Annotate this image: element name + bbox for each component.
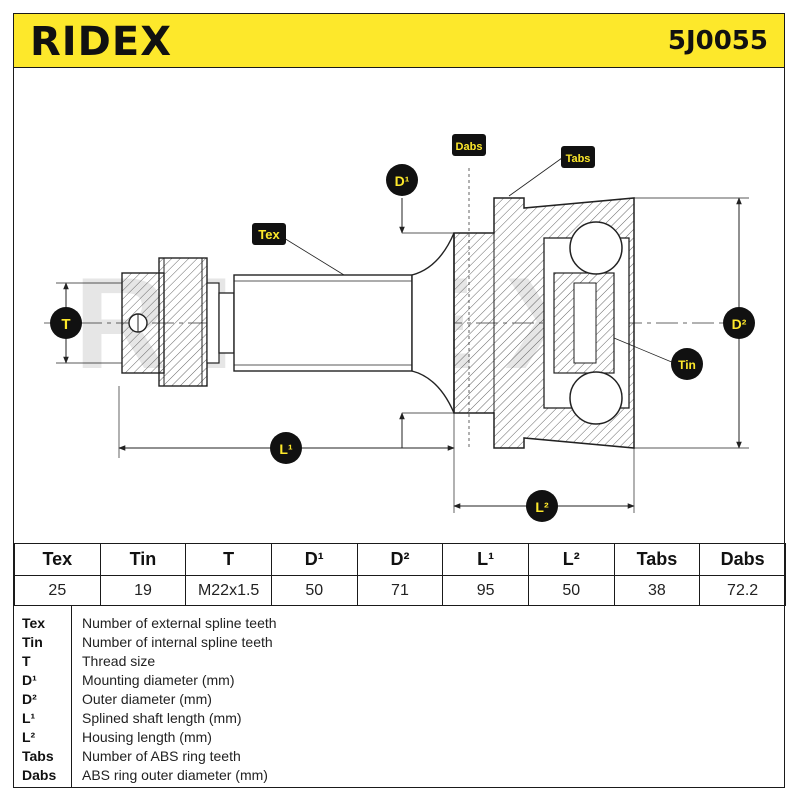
legend-desc: Number of ABS ring teeth <box>82 748 241 764</box>
part-number: 5J0055 <box>667 26 768 56</box>
legend-desc: Splined shaft length (mm) <box>82 710 242 726</box>
legend-item: L¹ Splined shaft length (mm) <box>14 710 786 729</box>
cv-joint-drawing: RIDEX <box>44 134 755 522</box>
spec-value-cell: 72.2 <box>699 575 786 606</box>
label-tabs-text: Tabs <box>566 153 591 165</box>
legend-desc: Housing length (mm) <box>82 729 212 745</box>
legend-divider <box>71 605 72 787</box>
spec-table: Tex Tin T D¹ D² L¹ L² Tabs Dabs 25 19 M2… <box>14 543 786 606</box>
label-l1-text: L¹ <box>279 441 293 457</box>
legend-key: Tin <box>22 634 43 650</box>
legend-item: Tabs Number of ABS ring teeth <box>14 748 786 767</box>
label-d1-text: D¹ <box>395 173 410 189</box>
label-dabs-text: Dabs <box>456 141 483 153</box>
legend-key: L² <box>22 729 36 745</box>
spec-value-cell: 50 <box>527 575 615 606</box>
label-l2: L² <box>526 490 558 522</box>
legend: Tex Number of external spline teeth Tin … <box>14 605 786 787</box>
label-d2: D² <box>723 307 755 339</box>
label-l1: L¹ <box>270 432 302 464</box>
sheet-frame: RIDEX 5J0055 RIDEX <box>13 13 786 788</box>
legend-item: D¹ Mounting diameter (mm) <box>14 672 786 691</box>
legend-desc: Thread size <box>82 653 156 669</box>
legend-item: Tin Number of internal spline teeth <box>14 634 786 653</box>
legend-desc: Number of internal spline teeth <box>82 634 273 650</box>
legend-desc: Mounting diameter (mm) <box>82 672 235 688</box>
spec-value-cell: 50 <box>270 575 358 606</box>
legend-key: Dabs <box>22 767 57 783</box>
legend-item: Dabs ABS ring outer diameter (mm) <box>14 767 786 786</box>
legend-key: D² <box>22 691 37 707</box>
joint-housing <box>453 197 635 449</box>
label-tex: Tex <box>252 223 286 245</box>
threaded-end <box>121 257 220 387</box>
spec-header-cell: L² <box>527 543 615 576</box>
spec-value-row: 25 19 M22x1.5 50 71 95 50 38 72.2 <box>14 575 786 606</box>
technical-drawing: RIDEX <box>14 68 786 543</box>
spec-header-cell: Tabs <box>613 543 701 576</box>
label-tin-text: Tin <box>678 358 696 372</box>
spec-header-cell: T <box>185 543 272 576</box>
legend-key: D¹ <box>22 672 37 688</box>
label-d1: D¹ <box>386 164 418 196</box>
spec-header-cell: D¹ <box>270 543 358 576</box>
spec-header-cell: D² <box>356 543 444 576</box>
spec-value-cell: 25 <box>14 575 101 606</box>
legend-item: D² Outer diameter (mm) <box>14 691 786 710</box>
spec-value-cell: 71 <box>356 575 444 606</box>
label-tex-text: Tex <box>258 227 280 242</box>
label-d2-text: D² <box>732 316 747 332</box>
spec-value-cell: M22x1.5 <box>185 575 272 606</box>
legend-item: Tex Number of external spline teeth <box>14 615 786 634</box>
splined-shaft <box>218 232 455 414</box>
label-t-text: T <box>61 316 70 333</box>
legend-desc: ABS ring outer diameter (mm) <box>82 767 268 783</box>
label-tin: Tin <box>671 348 703 380</box>
spec-header-row: Tex Tin T D¹ D² L¹ L² Tabs Dabs <box>14 543 786 576</box>
spec-value-cell: 38 <box>613 575 701 606</box>
legend-item: L² Housing length (mm) <box>14 729 786 748</box>
label-t: T <box>50 307 82 339</box>
spec-value-cell: 19 <box>99 575 187 606</box>
spec-header-cell: Tin <box>99 543 187 576</box>
legend-desc: Number of external spline teeth <box>82 615 277 631</box>
label-l2-text: L² <box>535 499 549 515</box>
legend-item: T Thread size <box>14 653 786 672</box>
legend-key: Tabs <box>22 748 54 764</box>
brand-logo: RIDEX <box>30 19 173 65</box>
legend-key: Tex <box>22 615 46 631</box>
header-bar: RIDEX 5J0055 <box>14 14 784 68</box>
label-tabs: Tabs <box>561 146 595 168</box>
spec-header-cell: Tex <box>14 543 101 576</box>
legend-desc: Outer diameter (mm) <box>82 691 212 707</box>
spec-value-cell: 95 <box>442 575 529 606</box>
label-dabs: Dabs <box>452 134 486 156</box>
spec-header-cell: L¹ <box>442 543 529 576</box>
legend-key: T <box>22 653 31 669</box>
spec-header-cell: Dabs <box>699 543 786 576</box>
legend-key: L¹ <box>22 710 36 726</box>
